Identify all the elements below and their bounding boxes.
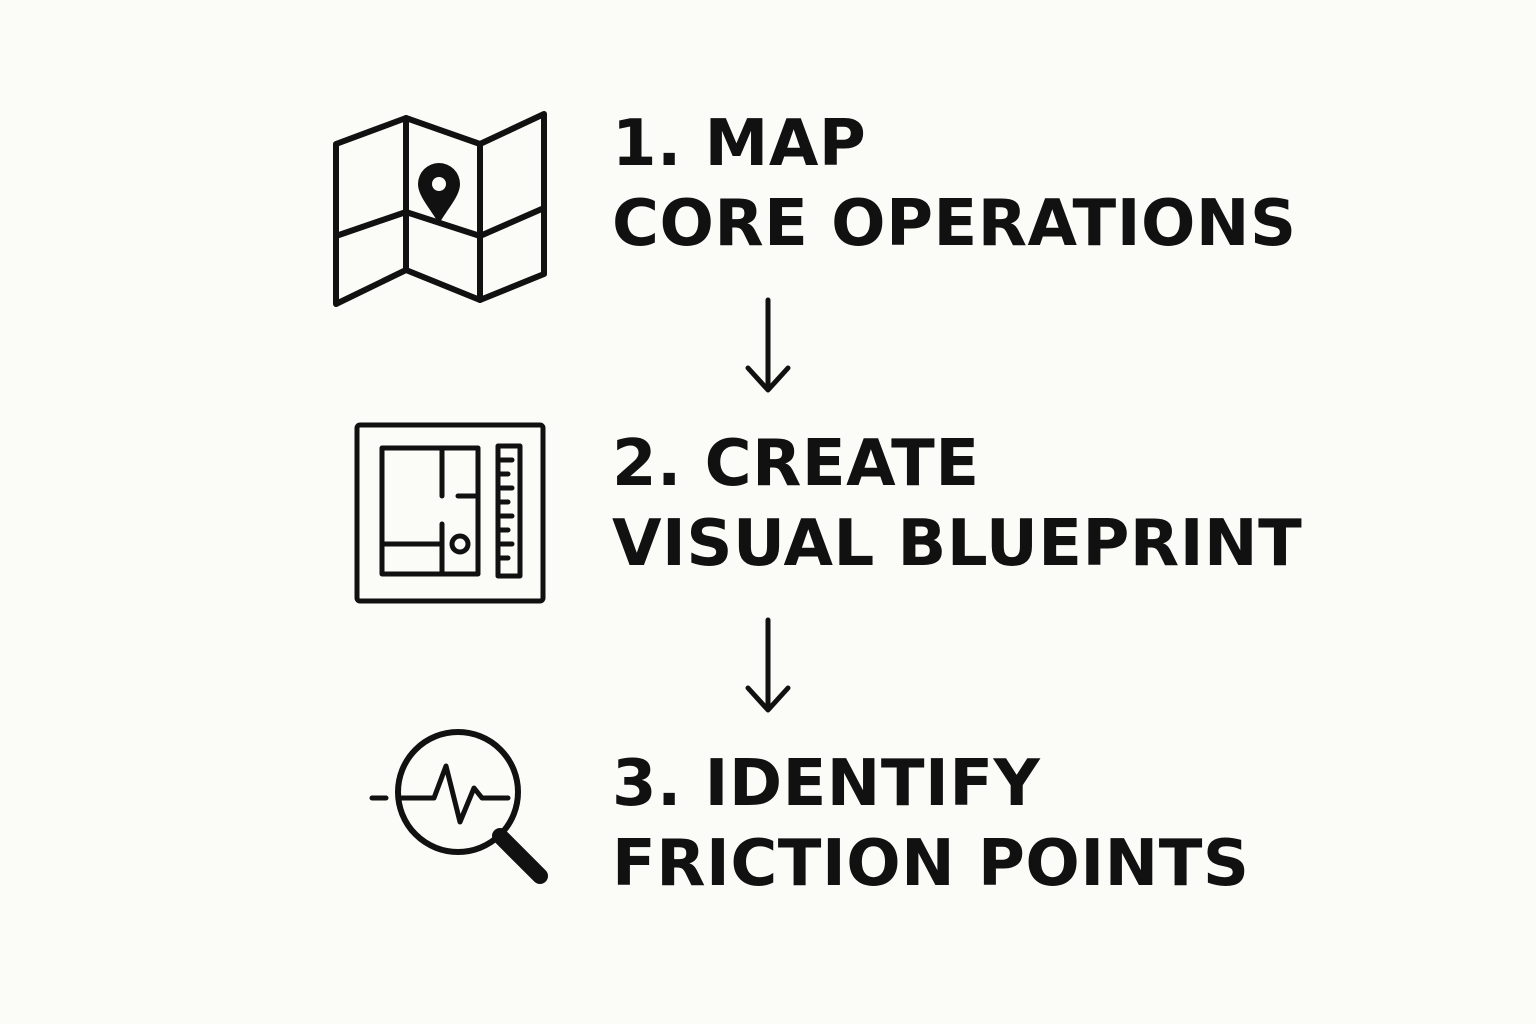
blueprint-with-ruler-icon — [352, 420, 548, 606]
step-3-subtitle: FRICTION POINTS — [612, 827, 1250, 901]
magnifier-with-pulse-icon — [366, 720, 556, 890]
step-1-label: 1. MAP CORE OPERATIONS — [612, 104, 1297, 264]
folded-map-with-pin-icon — [326, 104, 558, 320]
step-1-title: 1. MAP — [612, 107, 867, 181]
step-2-subtitle: VISUAL BLUEPRINT — [612, 507, 1303, 581]
down-arrow-icon — [740, 616, 796, 716]
down-arrow-icon — [740, 296, 796, 396]
step-1-subtitle: CORE OPERATIONS — [612, 187, 1297, 261]
step-3-label: 3. IDENTIFY FRICTION POINTS — [612, 744, 1249, 904]
step-2-label: 2. CREATE VISUAL BLUEPRINT — [612, 424, 1302, 584]
step-3-title: 3. IDENTIFY — [612, 747, 1041, 821]
step-2-title: 2. CREATE — [612, 427, 980, 501]
